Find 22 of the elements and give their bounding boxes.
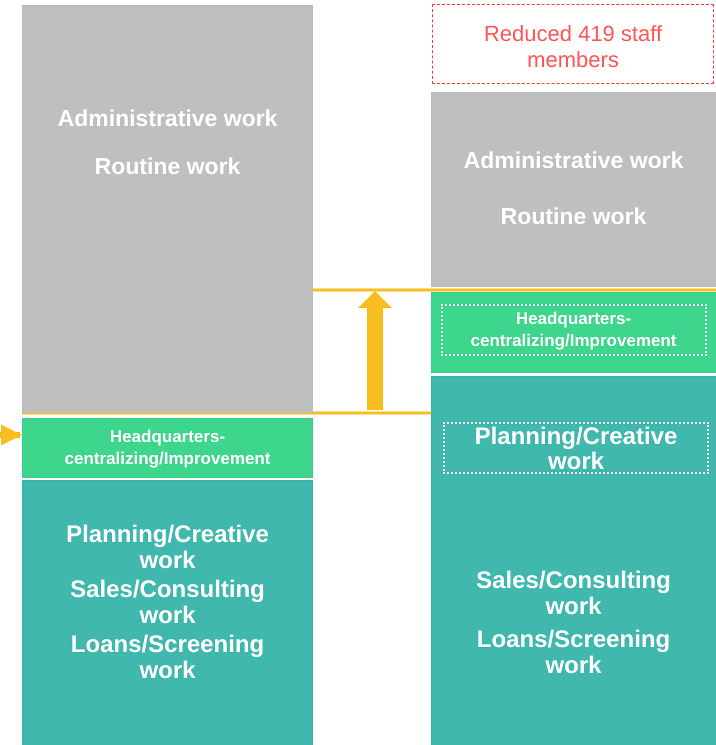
block-label: Sales/Consulting work: [475, 568, 672, 621]
block-label: Administrative work: [464, 147, 684, 174]
block-label: Loans/Screening work: [70, 632, 266, 684]
work-block: [431, 376, 716, 745]
work-block: [22, 480, 313, 745]
work-block: [22, 5, 313, 413]
block-label: Headquarters-centralizing/Improvement: [64, 426, 272, 470]
arrow: [0, 424, 22, 446]
block-label: Loans/Screening work: [476, 626, 672, 680]
block-label: Planning/Creative work: [474, 424, 678, 474]
work-block: [22, 418, 313, 478]
dotted-box: [443, 422, 709, 474]
block-label: Administrative work: [58, 105, 278, 132]
note-text: Reduced 419 staff members: [482, 21, 664, 74]
block-label: Routine work: [94, 153, 240, 180]
block-label: Routine work: [500, 203, 646, 230]
note-box: [432, 4, 714, 84]
block-label: Headquarters-centralizing/Improvement: [470, 308, 678, 352]
block-label: Sales/Consulting work: [69, 576, 266, 630]
work-block: [431, 92, 716, 287]
block-label: Planning/Creative work: [65, 522, 270, 575]
work-block: [431, 292, 716, 373]
